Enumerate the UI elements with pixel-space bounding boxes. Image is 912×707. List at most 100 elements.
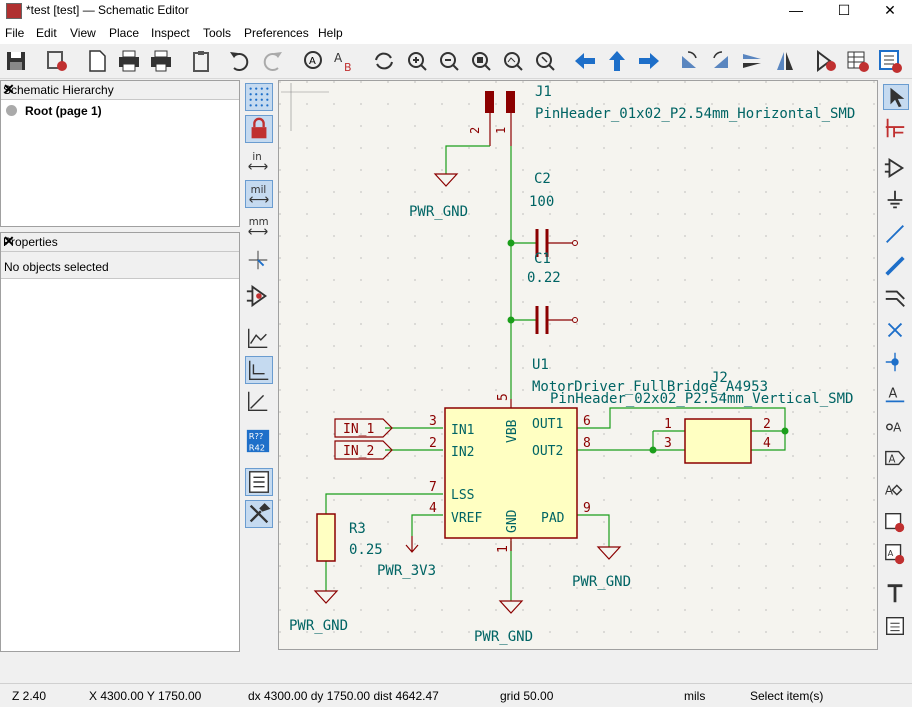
navigate-forward-icon[interactable]	[636, 48, 662, 74]
pwr-gnd-symbol-2[interactable]	[313, 590, 339, 604]
erc-icon[interactable]	[813, 48, 839, 74]
window-title: *test [test] — Schematic Editor	[26, 3, 189, 17]
refresh-icon[interactable]	[371, 48, 397, 74]
units-mm-label: mm	[249, 217, 269, 228]
zoom-out-icon[interactable]	[436, 48, 462, 74]
sheet-icon	[6, 105, 17, 116]
c2-symbol[interactable]	[535, 229, 578, 257]
print-icon[interactable]	[116, 48, 142, 74]
wires[interactable]	[325, 145, 786, 601]
close-button[interactable]: ✕	[884, 2, 896, 18]
units-mm-icon[interactable]: mm	[245, 213, 273, 241]
rotate-ccw-icon[interactable]	[676, 48, 702, 74]
add-symbol-icon[interactable]	[883, 156, 909, 182]
u1-value: MotorDriver_FullBridge_A4953	[532, 379, 768, 395]
schematic-setup-icon[interactable]	[44, 48, 70, 74]
paste-icon[interactable]	[189, 48, 215, 74]
menu-view[interactable]: View	[70, 26, 96, 40]
line-mode-45-icon[interactable]	[245, 388, 273, 416]
mirror-horizontal-icon[interactable]	[772, 48, 798, 74]
u1-symbol[interactable]: IN1 IN2 LSS VREF OUT1 OUT2 PAD VBB GND 3…	[429, 393, 591, 553]
import-sheet-pin-icon[interactable]: A	[883, 542, 909, 568]
hierarchy-close-button[interactable]: ✕	[3, 81, 15, 97]
add-hier-label-icon[interactable]: A	[883, 478, 909, 504]
symbol-fields-icon[interactable]	[845, 48, 871, 74]
units-mil-icon[interactable]: mil	[245, 180, 273, 208]
properties-close-button[interactable]: ✕	[3, 233, 15, 249]
u1-pinnum-gnd: 1	[496, 545, 511, 553]
u1-pin-out1: OUT1	[532, 417, 563, 432]
add-power-icon[interactable]	[883, 188, 909, 214]
units-inch-icon[interactable]: in	[245, 148, 273, 176]
pwr-gnd-symbol-4[interactable]	[498, 600, 524, 614]
find-icon[interactable]: A	[300, 48, 326, 74]
rotate-cw-icon[interactable]	[708, 48, 734, 74]
add-label-icon[interactable]: A	[883, 382, 909, 408]
cursor-crosshair-icon[interactable]	[245, 247, 273, 275]
pwr-gnd-symbol-1[interactable]	[433, 173, 459, 187]
highlight-net-icon[interactable]	[883, 116, 909, 142]
menu-file[interactable]: File	[5, 26, 25, 40]
pwr-3v3-symbol[interactable]	[405, 536, 419, 553]
u1-pinnum-vref: 4	[429, 501, 437, 516]
pwr-gnd-symbol-3[interactable]	[596, 546, 622, 560]
zoom-objects-icon[interactable]	[500, 48, 526, 74]
schematic-canvas[interactable]: 2 1 J1 PinHeader_01x02_P2.54mm_Horizonta…	[278, 80, 878, 650]
maximize-button[interactable]: ☐	[837, 2, 851, 18]
save-icon[interactable]	[3, 48, 29, 74]
add-text-icon[interactable]	[883, 582, 909, 608]
u1-pin-out2: OUT2	[532, 444, 563, 459]
menu-inspect[interactable]: Inspect	[151, 26, 190, 40]
redo-icon[interactable]	[260, 48, 286, 74]
hierarchy-root-item[interactable]: Root (page 1)	[1, 100, 239, 120]
add-bus-icon[interactable]	[883, 254, 909, 280]
add-global-label-icon[interactable]: A	[883, 446, 909, 472]
hidden-pins-icon[interactable]	[245, 283, 273, 311]
navigate-up-icon[interactable]	[604, 48, 630, 74]
add-textbox-icon[interactable]	[883, 614, 909, 640]
u1-pinnum-in2: 2	[429, 436, 437, 451]
page-settings-icon[interactable]	[84, 48, 110, 74]
lock-icon[interactable]	[245, 115, 273, 143]
menu-place[interactable]: Place	[109, 26, 140, 40]
menu-preferences[interactable]: Preferences	[244, 26, 309, 40]
hierarchy-panel-icon[interactable]	[245, 468, 273, 496]
j2-symbol[interactable]: 1 3 2 4	[664, 417, 771, 464]
plot-icon[interactable]	[148, 48, 174, 74]
global-label-in2[interactable]: IN_2	[334, 440, 393, 460]
zoom-fit-icon[interactable]	[468, 48, 494, 74]
line-mode-free-icon[interactable]	[245, 325, 273, 353]
zoom-in-icon[interactable]	[404, 48, 430, 74]
global-label-in1[interactable]: IN_1	[334, 418, 393, 438]
no-connect-icon[interactable]	[883, 318, 909, 344]
menu-tools[interactable]: Tools	[203, 26, 232, 40]
add-junction-icon[interactable]	[883, 350, 909, 376]
j2-pin2: 2	[763, 417, 771, 432]
annotate-icon[interactable]: R??R42	[245, 428, 273, 456]
j1-symbol[interactable]: 2 1	[468, 91, 515, 146]
menu-edit[interactable]: Edit	[36, 26, 57, 40]
add-sheet-icon[interactable]	[883, 510, 909, 536]
add-net-class-icon[interactable]: A	[883, 414, 909, 440]
properties-title: Properties	[3, 235, 58, 249]
pwr-gnd-label-2: PWR_GND	[289, 618, 348, 634]
grid-background	[279, 81, 877, 649]
bom-icon[interactable]	[877, 48, 903, 74]
add-wire-icon[interactable]	[883, 222, 909, 248]
grid-icon[interactable]	[245, 83, 273, 111]
select-arrow-icon[interactable]	[883, 84, 909, 110]
c1-symbol[interactable]	[535, 306, 578, 334]
navigate-back-icon[interactable]	[572, 48, 598, 74]
zoom-selection-icon[interactable]	[532, 48, 558, 74]
hierarchy-header: Schematic Hierarchy ✕	[1, 81, 239, 100]
undo-icon[interactable]	[226, 48, 252, 74]
menu-help[interactable]: Help	[318, 26, 343, 40]
mirror-vertical-icon[interactable]	[740, 48, 766, 74]
r3-symbol[interactable]	[316, 513, 336, 562]
add-bus-entry-icon[interactable]	[883, 286, 909, 312]
properties-panel-icon[interactable]	[245, 500, 273, 528]
status-bar: Z 2.40 X 4300.00 Y 1750.00 dx 4300.00 dy…	[0, 683, 912, 707]
minimize-button[interactable]: —	[789, 2, 803, 18]
line-mode-90-icon[interactable]	[245, 356, 273, 384]
